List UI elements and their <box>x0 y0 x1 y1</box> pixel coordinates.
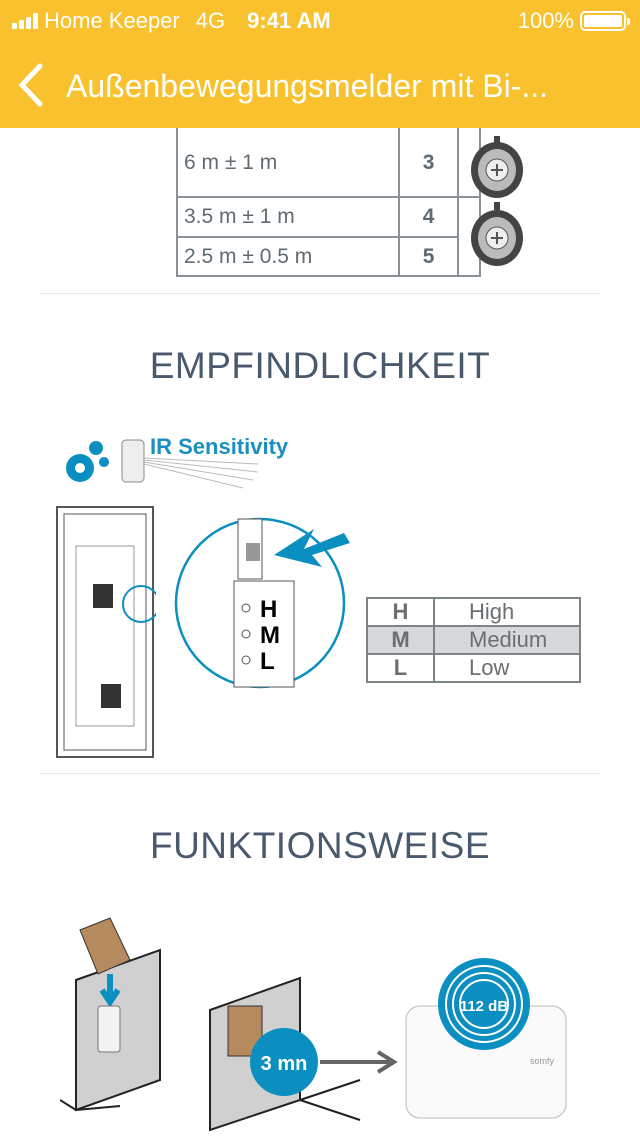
sensitivity-heading: EMPFINDLICHKEIT <box>149 345 491 386</box>
setting-cell: 5 <box>398 236 460 277</box>
nav-bar: Außenbewegungsmelder mit Bi-... <box>0 52 640 118</box>
function-illustration: 3 mn somfy 112 dB <box>60 917 567 1132</box>
distance-cell: 3.5 m ± 1 m <box>175 196 401 238</box>
distance-cell: 2.5 m ± 0.5 m <box>175 236 401 277</box>
battery-icon <box>580 11 630 31</box>
network: 4G <box>195 8 226 33</box>
carrier: Home Keeper <box>44 8 180 33</box>
back-chevron-icon[interactable] <box>14 62 48 108</box>
dial-icon <box>457 196 524 277</box>
divider <box>40 773 600 774</box>
gears-sensor-icon <box>66 439 258 489</box>
siren-level: 112 dB <box>460 998 509 1015</box>
level-code: M <box>366 625 435 655</box>
delay-label: 3 mn <box>261 1053 308 1075</box>
level-code: L <box>366 653 435 683</box>
dial-icon <box>457 110 524 198</box>
level-code: H <box>366 597 435 627</box>
switch-letter-h: H <box>260 596 277 623</box>
page-title: Außenbewegungsmelder mit Bi-... <box>66 68 548 104</box>
switch-letter-m: M <box>260 622 280 649</box>
signal-icon <box>12 13 38 29</box>
function-heading: FUNKTIONSWEISE <box>149 825 491 866</box>
switch-zoom-illustration: H M L <box>174 517 350 689</box>
divider <box>40 293 600 294</box>
time: 9:41 AM <box>247 8 331 33</box>
level-name: Low <box>433 653 581 683</box>
switch-letter-l: L <box>260 648 275 675</box>
level-name: Medium <box>433 625 581 655</box>
battery-percent: 100% <box>517 8 574 33</box>
status-bar: Home Keeper 4G 9:41 AM 100% <box>0 6 640 36</box>
setting-cell: 4 <box>398 196 460 238</box>
brand-label: somfy <box>530 1056 555 1066</box>
level-name: High <box>433 597 581 627</box>
device-board-illustration <box>56 506 156 758</box>
ir-sensitivity-label: IR Sensitivity <box>150 434 289 459</box>
top-bar: Home Keeper 4G 9:41 AM 100% Außenbewegun… <box>0 0 640 128</box>
